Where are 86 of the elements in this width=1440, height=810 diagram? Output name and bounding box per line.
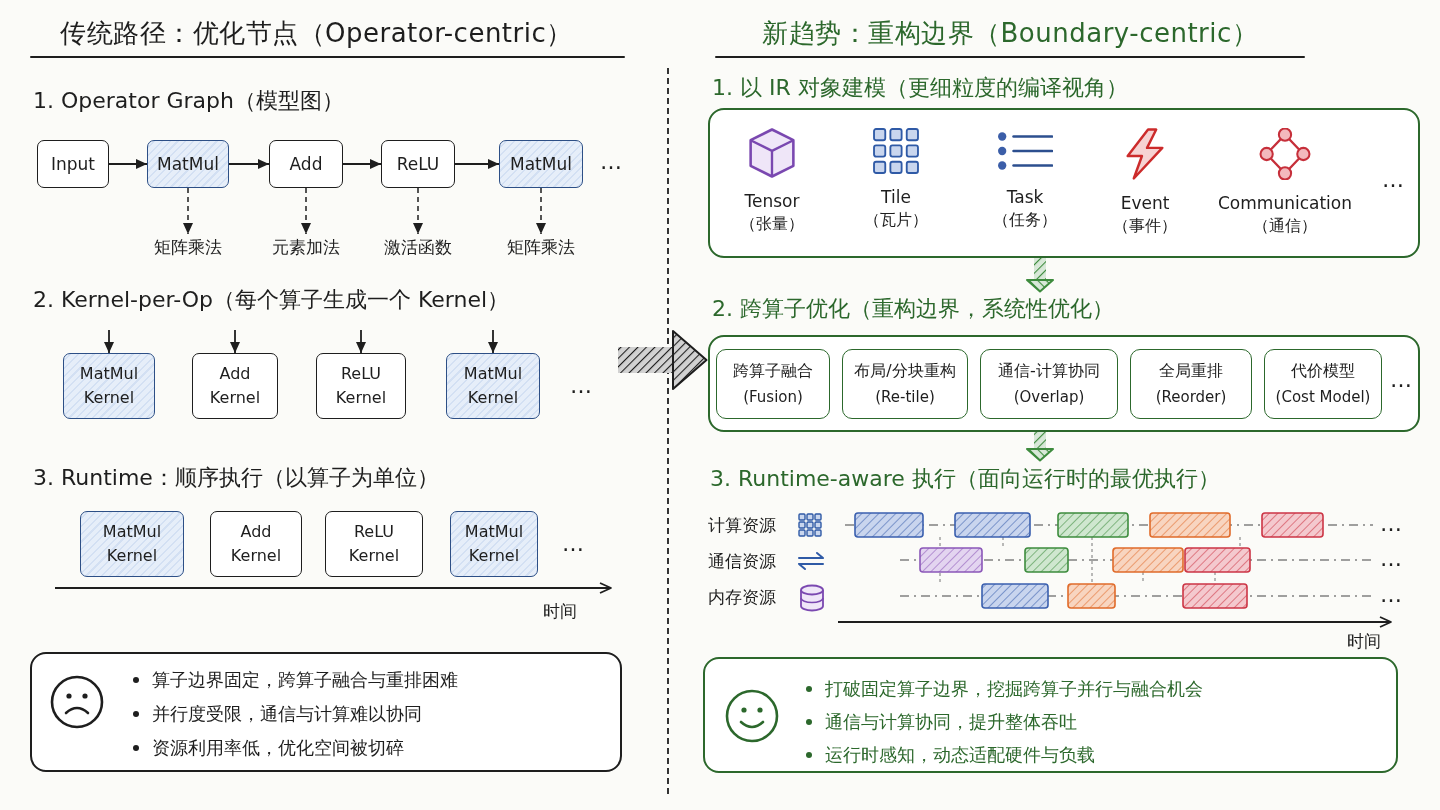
annotation-text: 矩阵乘法 [152,234,224,260]
bullet-text: 算子边界固定，跨算子融合与重排困难 [130,668,458,692]
axis-label: 时间 [543,600,577,622]
arrow [230,329,240,354]
operator-box: Add [269,140,343,188]
kernel-box: MatMul Kernel [446,353,540,419]
arrow [356,329,366,354]
bullet-text: 资源利用率低，优化空间被切碎 [130,736,458,760]
object-translation: （事件） [1113,215,1177,237]
arrow [454,159,500,169]
dashed-arrow [413,187,423,235]
ellipsis: … [1382,168,1405,192]
block-arrow [618,330,708,390]
operator-box: MatMul [147,140,229,188]
kernel-box: Add Kernel [192,353,278,419]
technique-term: (Re-tile) [875,387,935,408]
technique-box [1130,349,1252,419]
ellipsis: … [1390,368,1413,392]
arrow [228,159,270,169]
ellipsis: … [1380,547,1403,571]
resource-label: 计算资源 [708,514,776,537]
dashed-arrow [301,187,311,235]
object-translation: （任务） [993,209,1057,231]
arrow [104,329,114,354]
operator-box: ReLU [381,140,455,188]
ellipsis: … [1380,512,1403,536]
kernel-box: MatMul Kernel [450,511,538,577]
object-translation: （张量） [740,213,804,235]
bullet-text: 并行度受限，通信与计算难以协同 [130,702,458,726]
summary-panel [703,657,1398,773]
section-heading: 2. Kernel-per-Op（每个算子生成一个 Kernel） [33,286,510,314]
ellipsis: … [1380,583,1403,607]
kernel-box: Add Kernel [210,511,302,577]
section-heading: 3. Runtime-aware 执行（面向运行时的最优执行） [710,462,1220,496]
technique-term: (Cost Model) [1275,387,1371,408]
technique-term: (Fusion) [743,387,803,408]
arrow [108,159,148,169]
technique-box [1264,349,1382,419]
technique-box [716,349,830,419]
technique-name: 代价模型 [1291,360,1355,382]
column-title: 传统路径：优化节点（Operator-centric） [60,17,573,50]
dashed-arrow [536,187,546,235]
ellipsis: … [570,374,593,398]
technique-box [842,349,968,419]
kernel-box: ReLU Kernel [316,353,406,419]
resource-label: 通信资源 [708,550,776,573]
annotation-text: 元素加法 [270,234,342,260]
operator-box: Input [37,140,109,188]
bullet-text: 通信与计算协同，提升整体吞吐 [803,710,1203,734]
summary-panel [30,652,622,772]
bullet-text: 打破固定算子边界，挖掘跨算子并行与融合机会 [803,677,1203,701]
column-title: 新趋势：重构边界（Boundary-centric） [762,17,1259,50]
arrow [342,159,382,169]
object-name: Tile [881,186,911,208]
object-name: Event [1120,192,1170,214]
object-name: Task [1006,186,1044,208]
object-translation: （通信） [1253,215,1317,237]
technique-term: (Overlap) [1013,387,1085,408]
resource-label: 内存资源 [708,586,776,609]
bullet-text: 运行时感知，动态适配硬件与负载 [803,743,1203,767]
kernel-box: MatMul Kernel [63,353,155,419]
block-arrow [1026,258,1054,293]
object-name: Tensor [744,190,800,212]
ellipsis: … [562,532,585,556]
technique-name: 布局/分块重构 [854,360,956,382]
kernel-box: ReLU Kernel [325,511,423,577]
technique-name: 通信-计算协同 [998,360,1100,382]
section-heading: 1. 以 IR 对象建模（更细粒度的编译视角） [712,74,1128,102]
annotation-text: 激活函数 [382,234,454,260]
operator-box: MatMul [499,140,583,188]
kernel-box: MatMul Kernel [80,511,184,577]
technique-name: 全局重排 [1159,360,1223,382]
block-arrow [1026,432,1054,462]
section-heading: 2. 跨算子优化（重构边界，系统性优化） [712,295,1114,323]
technique-name: 跨算子融合 [733,360,813,382]
section-heading: 1. Operator Graph（模型图） [33,87,344,115]
ellipsis: … [600,150,623,174]
section-heading: 3. Runtime：顺序执行（以算子为单位） [33,464,439,492]
object-translation: （瓦片） [864,209,928,231]
arrow [488,329,498,354]
technique-box [980,349,1118,419]
annotation-text: 矩阵乘法 [505,234,577,260]
technique-term: (Reorder) [1155,387,1227,408]
object-name: Communication [1218,192,1352,214]
axis-label: 时间 [1347,630,1381,652]
dashed-arrow [183,187,193,235]
